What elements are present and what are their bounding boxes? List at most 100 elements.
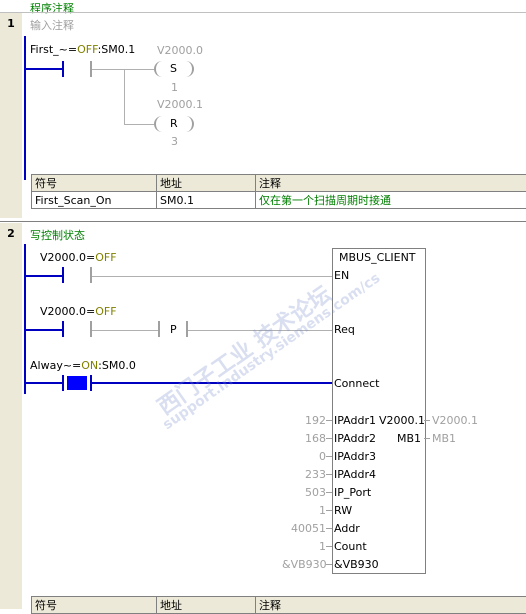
pin-count[interactable]: Count: [334, 540, 367, 553]
contact1-name: V2000.0=: [40, 251, 95, 264]
en-rung-wire-right: [92, 276, 332, 277]
edge-contact-right-plate[interactable]: [186, 321, 188, 337]
req-rung-wire-left: [26, 329, 62, 331]
edge-contact-left-plate[interactable]: [158, 321, 160, 337]
contact-state: OFF: [77, 43, 97, 56]
value-ipaddr1[interactable]: 192: [300, 414, 326, 427]
network-1-rung-wire: [26, 68, 62, 70]
reset-coil-count: 3: [171, 135, 178, 148]
contact2-name: V2000.0=: [40, 305, 95, 318]
contact2-left-plate[interactable]: [62, 321, 64, 337]
edge-contact-type: P: [170, 323, 177, 336]
value-rw[interactable]: 1: [300, 504, 326, 517]
pin-req[interactable]: Req: [334, 323, 355, 336]
reset-coil-address: V2000.1: [157, 98, 203, 111]
pin-connect[interactable]: Connect: [334, 377, 379, 390]
tick-ipaddr3: [326, 456, 332, 457]
network-2-number[interactable]: 2: [0, 227, 22, 240]
watermark-text: 西门子工业 技术论坛: [150, 277, 337, 421]
contact3-address: :SM0.0: [98, 359, 136, 372]
contact2-label: V2000.0=OFF: [40, 305, 117, 318]
pin-ipaddr3[interactable]: IPAddr3: [334, 450, 376, 463]
tick-count: [326, 546, 332, 547]
wire-to-set-coil: [92, 69, 154, 70]
contact3-energized[interactable]: [62, 375, 92, 391]
network-1-power-rail: [24, 36, 26, 180]
contact1-label: V2000.0=OFF: [40, 251, 117, 264]
header-divider: [0, 12, 526, 13]
pin-ipaddr1[interactable]: IPAddr1: [334, 414, 376, 427]
tick-done: [424, 420, 430, 421]
network-1-contact-label: First_~=OFF:SM0.1: [30, 43, 135, 56]
value-error[interactable]: MB1: [432, 432, 456, 445]
network-2-gutter: [0, 223, 22, 609]
value-ip-port[interactable]: 503: [300, 486, 326, 499]
contact-name: First_~=: [30, 43, 77, 56]
table-header-address: 地址: [157, 597, 256, 614]
page-header-title: 程序注释: [30, 0, 74, 16]
req-rung-wire-mid: [92, 330, 158, 331]
table-cell-comment[interactable]: 仅在第一个扫描周期时接通: [256, 192, 526, 209]
table-header-row: 符号 地址 注释: [32, 597, 526, 614]
table-cell-symbol[interactable]: First_Scan_On: [32, 192, 157, 209]
pin-ip-port[interactable]: IP_Port: [334, 486, 371, 499]
pin-done[interactable]: V2000.1: [379, 414, 425, 427]
network-2-symbol-table: 符号 地址 注释: [31, 596, 526, 614]
value-count[interactable]: 1: [300, 540, 326, 553]
contact2-state: OFF: [95, 305, 116, 318]
tick-error: [424, 438, 430, 439]
table-header-comment: 注释: [256, 597, 526, 614]
contact2-right-plate[interactable]: [90, 321, 92, 337]
pin-ipaddr4[interactable]: IPAddr4: [334, 468, 376, 481]
table-header-address: 地址: [157, 175, 256, 192]
set-coil-type: S: [170, 62, 177, 75]
tick-ipaddr2: [326, 438, 332, 439]
en-rung-wire-left: [26, 275, 62, 277]
pin-ipaddr2[interactable]: IPAddr2: [334, 432, 376, 445]
pin-error[interactable]: MB1: [397, 432, 421, 445]
tick-data-ptr: [326, 564, 332, 565]
table-header-comment: 注释: [256, 175, 526, 192]
contact1-right-plate[interactable]: [90, 267, 92, 283]
value-ipaddr2[interactable]: 168: [300, 432, 326, 445]
tick-ipaddr4: [326, 474, 332, 475]
value-addr[interactable]: 40051: [290, 522, 326, 535]
value-ipaddr4[interactable]: 233: [300, 468, 326, 481]
network-1-comment[interactable]: 输入注释: [30, 17, 74, 33]
contact-left-plate[interactable]: [62, 61, 64, 77]
req-rung-wire-right: [188, 330, 332, 331]
wire-to-reset-coil: [124, 124, 154, 125]
table-header-row: 符号 地址 注释: [32, 175, 526, 192]
network-2-comment[interactable]: 写控制状态: [30, 227, 85, 243]
contact3-state: ON: [81, 359, 98, 372]
network-2-power-rail: [24, 244, 26, 394]
tick-ip-port: [326, 492, 332, 493]
table-header-symbol: 符号: [32, 175, 157, 192]
contact3-label: Alway~=ON:SM0.0: [30, 359, 136, 372]
contact1-left-plate[interactable]: [62, 267, 64, 283]
contact3-name: Alway~=: [30, 359, 81, 372]
value-data-ptr[interactable]: &VB930: [282, 558, 326, 571]
network-1-symbol-table: 符号 地址 注释 First_Scan_On SM0.1 仅在第一个扫描周期时接…: [31, 174, 526, 209]
pin-rw[interactable]: RW: [334, 504, 352, 517]
value-done[interactable]: V2000.1: [432, 414, 478, 427]
contact-address: :SM0.1: [98, 43, 136, 56]
contact3-fill: [67, 376, 87, 390]
table-row[interactable]: First_Scan_On SM0.1 仅在第一个扫描周期时接通: [32, 192, 526, 209]
pin-data-ptr[interactable]: &VB930: [334, 558, 379, 571]
network-1-gutter: [0, 13, 22, 218]
reset-coil-type: R: [170, 117, 178, 130]
tick-addr: [326, 528, 332, 529]
tick-ipaddr1: [326, 420, 332, 421]
pin-addr[interactable]: Addr: [334, 522, 360, 535]
table-header-symbol: 符号: [32, 597, 157, 614]
block-title: MBUS_CLIENT: [339, 251, 416, 264]
pin-en[interactable]: EN: [334, 269, 349, 282]
network-1-number[interactable]: 1: [0, 17, 22, 30]
value-ipaddr3[interactable]: 0: [300, 450, 326, 463]
tick-rw: [326, 510, 332, 511]
set-coil-count: 1: [171, 81, 178, 94]
table-cell-address[interactable]: SM0.1: [157, 192, 256, 209]
contact1-state: OFF: [95, 251, 116, 264]
network-divider: [0, 221, 526, 222]
